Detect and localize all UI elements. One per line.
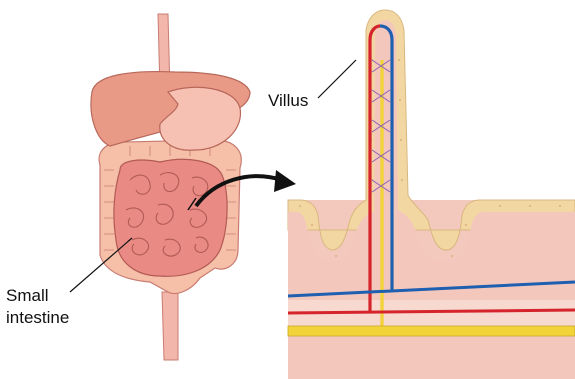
- intestinal-wall: [288, 10, 575, 379]
- villus-pointer: [318, 60, 356, 98]
- small-intestine: [114, 159, 227, 276]
- magnify-arrowhead: [274, 170, 296, 192]
- rectum: [162, 292, 178, 360]
- digestive-organs: [91, 14, 250, 360]
- horizontal-lymph-vessel: [288, 326, 575, 336]
- stomach: [160, 87, 241, 150]
- villus-label: Villus: [268, 90, 308, 111]
- small-intestine-label-line2: intestine: [6, 307, 69, 328]
- small-intestine-label-line1: Small: [6, 285, 49, 306]
